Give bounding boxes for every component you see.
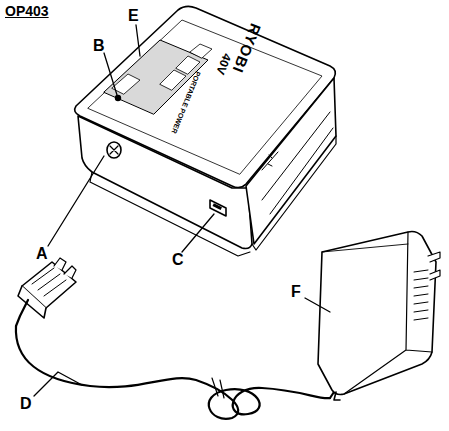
callout-letter: D: [20, 396, 32, 412]
callout-letter: A: [36, 246, 48, 262]
callout-letter: E: [128, 8, 139, 24]
callout-letter: B: [93, 38, 105, 54]
callout-letter: F: [291, 284, 301, 300]
model-title: OP403: [5, 4, 49, 18]
callout-letter: C: [172, 252, 184, 268]
